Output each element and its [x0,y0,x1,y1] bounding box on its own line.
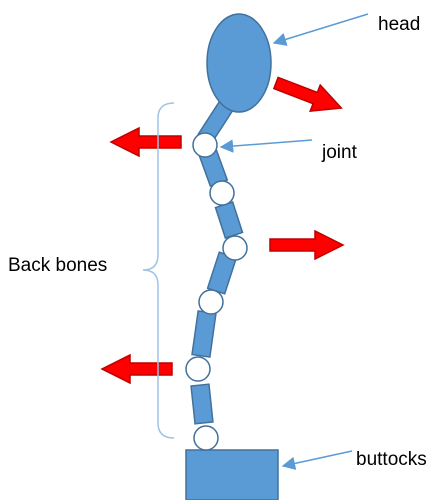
force-arrow-left [111,128,181,156]
buttocks-block [186,450,278,500]
bone-segment [191,384,213,424]
joint-circle [199,290,223,314]
back-bones-brace [143,103,174,438]
joint-pointer [221,140,312,147]
head-pointer [274,14,368,43]
label-buttocks: buttocks [356,449,427,470]
label-back-bones: Back bones [8,255,107,276]
joint-circle [186,357,210,381]
force-arrow-right [270,231,343,259]
joint-circle [194,426,218,450]
force-arrow-left [102,355,172,383]
label-joint: joint [321,142,358,163]
head-shape [207,14,271,112]
joint-circle [210,181,234,205]
joint-circle [193,133,217,157]
buttocks-pointer [283,451,352,466]
force-arrow-right [271,70,346,121]
joint-circle [223,236,247,260]
label-head: head [378,14,420,35]
bone-segment [215,202,242,238]
bone-segment [192,311,216,357]
